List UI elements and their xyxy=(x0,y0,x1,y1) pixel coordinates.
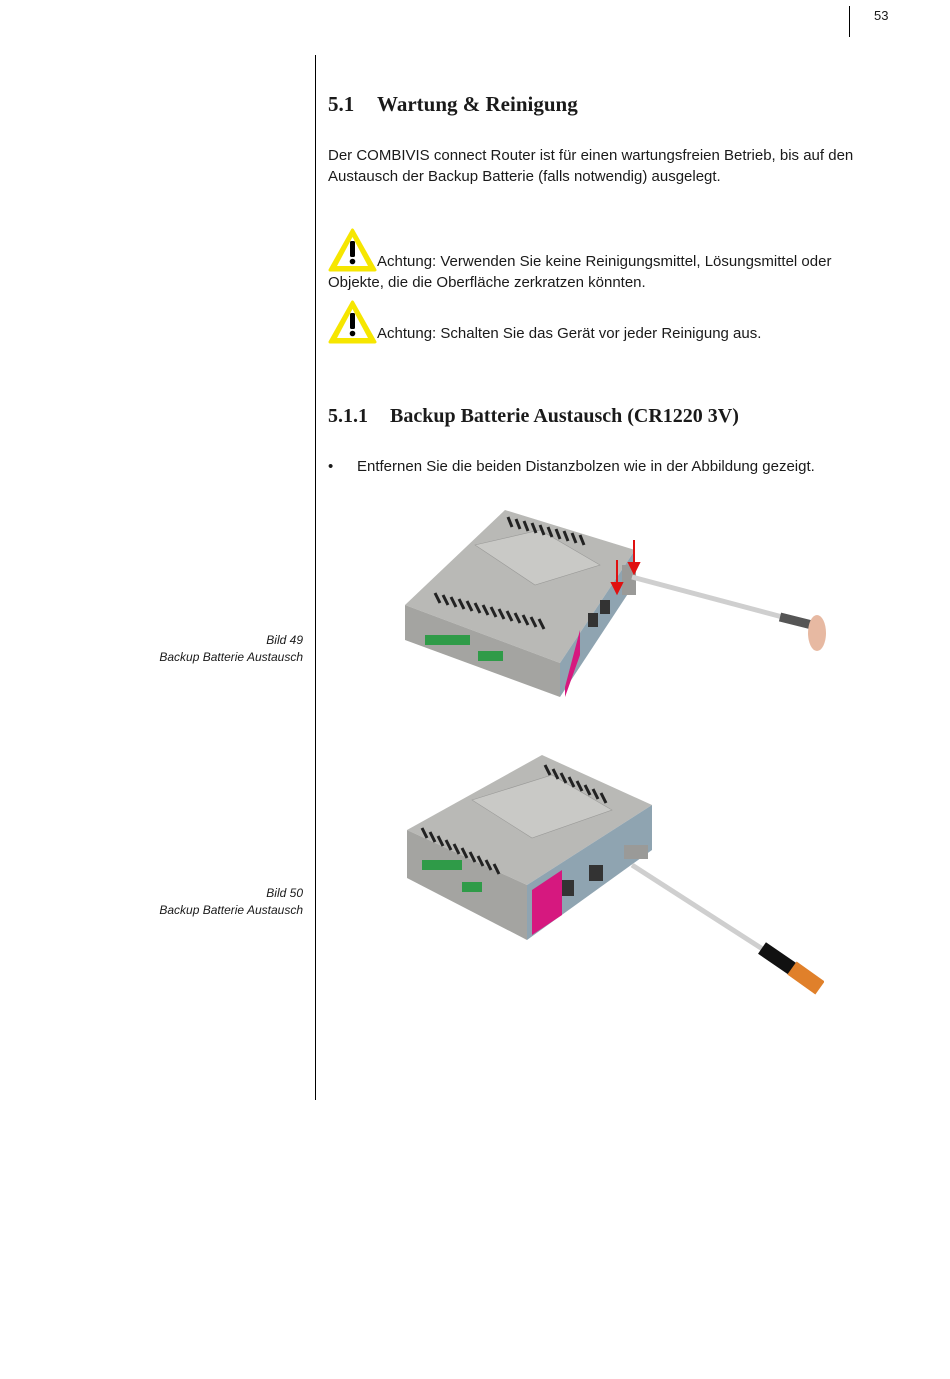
figure-50-photo xyxy=(402,750,825,1000)
warning-2: Achtung: Schalten Sie das Gerät vor jede… xyxy=(328,300,888,344)
section-number: 5.1 xyxy=(328,92,355,116)
figure-49-text: Backup Batterie Austausch xyxy=(159,650,303,664)
bullet-item: • Entfernen Sie die beiden Distanzbolzen … xyxy=(328,458,898,475)
page-number-rule xyxy=(849,6,850,37)
page-number: 53 xyxy=(874,8,889,23)
bullet-text: Entfernen Sie die beiden Distanzbolzen w… xyxy=(357,458,815,475)
figure-50-text: Backup Batterie Austausch xyxy=(159,903,303,917)
figure-49-caption: Bild 49 Backup Batterie Austausch xyxy=(120,632,303,666)
bullet-dot-icon: • xyxy=(328,458,334,475)
warning-1: Achtung: Verwenden Sie keine Reinigungsm… xyxy=(328,228,888,293)
subsection-number: 5.1.1 xyxy=(328,405,368,427)
section-title: Wartung & Reinigung xyxy=(377,92,578,116)
figure-50-caption: Bild 50 Backup Batterie Austausch xyxy=(120,885,303,919)
section-heading: 5.1 Wartung & Reinigung xyxy=(328,92,578,117)
column-rule xyxy=(315,55,316,1100)
figure-49-photo xyxy=(400,505,826,700)
intro-paragraph: Der COMBIVIS connect Router ist für eine… xyxy=(328,147,854,185)
subsection-title: Backup Batterie Austausch (CR1220 3V) xyxy=(390,405,739,427)
warning-1-text: Achtung: Verwenden Sie keine Reinigungsm… xyxy=(328,253,832,291)
subsection-heading: 5.1.1 Backup Batterie Austausch (CR1220 3… xyxy=(328,405,739,428)
warning-2-text: Achtung: Schalten Sie das Gerät vor jede… xyxy=(377,325,762,342)
warning-triangle-icon xyxy=(328,300,377,344)
figure-49-label: Bild 49 xyxy=(266,633,303,647)
warning-triangle-icon xyxy=(328,228,377,272)
figure-50-label: Bild 50 xyxy=(266,886,303,900)
